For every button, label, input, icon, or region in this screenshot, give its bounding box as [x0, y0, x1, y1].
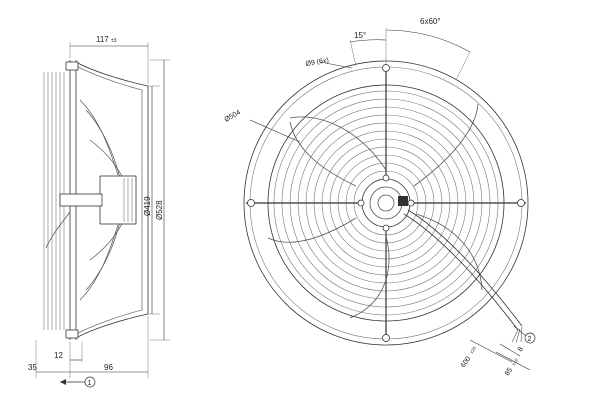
label-85: 85: [504, 367, 514, 377]
rating-plate: [398, 196, 408, 206]
label-callout-2: 2: [528, 336, 532, 343]
label-holes: Ø9 (6x): [305, 57, 329, 68]
impeller-blades-front: [267, 103, 483, 319]
nozzle-inner-profile: [75, 65, 143, 335]
callout-circle-2: [524, 332, 536, 344]
label-96: 96: [104, 363, 113, 372]
top-bolt: [65, 61, 79, 71]
dim-line-cable: [469, 339, 513, 363]
label-bolt-circle: Ø504: [224, 109, 242, 124]
motor-shaft-side: [59, 193, 103, 207]
label-width-tol: ±3: [111, 38, 117, 44]
label-inner-dia: Ø419: [143, 196, 152, 216]
cable-side: [45, 211, 71, 249]
dim-arc-60: [385, 29, 471, 53]
label-12: 12: [54, 351, 63, 360]
label-8: 8: [517, 346, 525, 353]
label-pattern: 6x60°: [420, 17, 441, 26]
label-outer-dia: Ø528: [155, 200, 164, 220]
leader-holes: [319, 61, 353, 69]
label-callout-1: 1: [88, 380, 92, 387]
cable-front: [403, 213, 519, 331]
motor-hub-side: [99, 175, 137, 225]
mounting-holes: [247, 64, 525, 342]
cable-front-2: [407, 209, 523, 327]
front-view: [243, 28, 531, 371]
label-cable: 600: [460, 355, 472, 369]
label-35: 35: [28, 363, 37, 372]
cable-wires: [511, 326, 523, 344]
label-cable-tol: ±20: [469, 345, 478, 354]
dim-line-8: [499, 343, 521, 357]
label-angle: 15°: [354, 31, 366, 40]
leader-callout-2: [513, 325, 527, 337]
callout-circle-1: [84, 376, 96, 388]
bottom-bolt: [65, 329, 79, 339]
side-view: [35, 42, 170, 385]
leader-bolt-circle: [249, 119, 301, 143]
motor-fins-side: [123, 178, 133, 222]
hub-mount-points: [357, 174, 415, 232]
label-85-tol: ±10: [511, 357, 520, 366]
dim-arc-15: [349, 39, 387, 43]
nozzle-profile: [75, 61, 149, 339]
label-width: 117: [96, 35, 109, 44]
dim-line-85: [495, 351, 531, 371]
